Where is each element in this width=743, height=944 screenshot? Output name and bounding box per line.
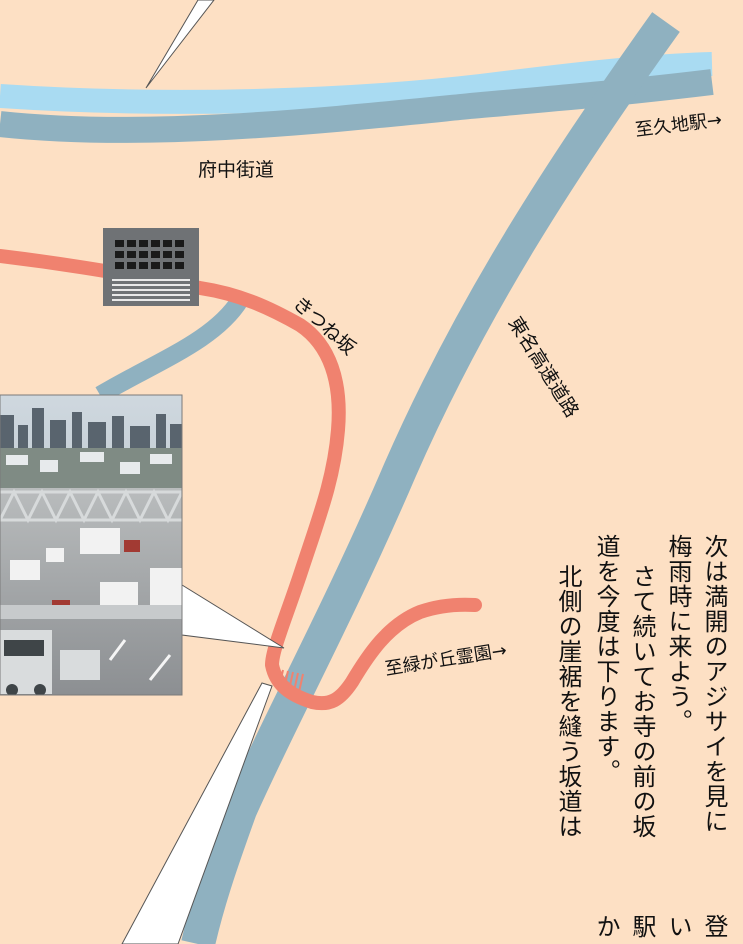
continued-text-col-3: 駅 — [628, 914, 656, 939]
to-midorigaoka-label: 至緑が丘霊園→ — [383, 640, 508, 680]
building-icon — [103, 228, 199, 306]
side-road — [95, 294, 248, 403]
continued-text-col-4: か — [592, 914, 620, 939]
pointer-wedge-top — [145, 0, 215, 89]
body-text-col-5: 北側の崖裾を縫う坂道は — [554, 564, 582, 839]
photo-frame — [0, 394, 183, 696]
tomei-expressway-label: 東名高速道路 — [504, 313, 583, 421]
continued-text-col-2: い — [664, 914, 692, 939]
kitsune-zaka-road — [0, 249, 482, 711]
body-text-col-1: 次は満開のアジサイを見に — [700, 534, 728, 834]
fuchu-kaido-label: 府中街道 — [198, 159, 274, 181]
body-text-col-2: 梅雨時に来よう。 — [664, 534, 692, 734]
pointer-wedge-bottom — [121, 682, 273, 944]
expressway-traffic-photo — [0, 395, 182, 695]
to-kuji-station-label: 至久地駅→ — [634, 110, 723, 141]
crossing-hatch — [278, 669, 304, 693]
body-text-col-4: 道を今度は下ります。 — [592, 534, 620, 784]
continued-text-col-1: 登 — [700, 914, 728, 939]
tomei-expressway — [181, 12, 680, 944]
pointer-wedge-photo — [181, 584, 285, 649]
body-text-col-3: さて続いてお寺の前の坂 — [628, 564, 656, 839]
